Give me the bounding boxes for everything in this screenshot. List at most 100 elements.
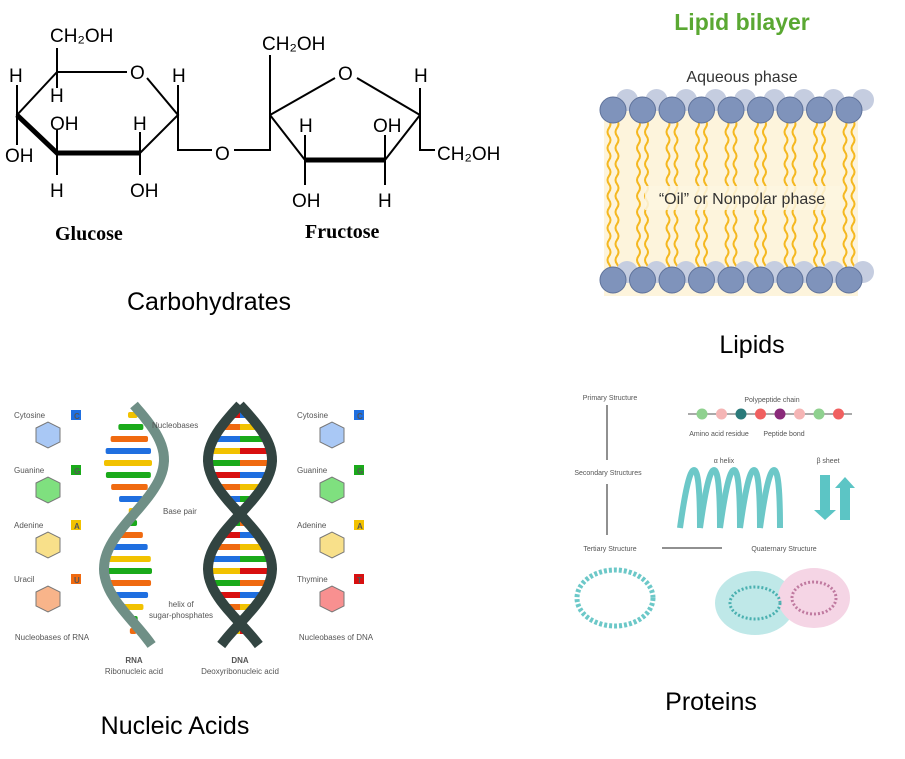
lipid-tail bbox=[606, 119, 612, 201]
nucleobase bbox=[111, 544, 148, 550]
base-name: Guanine bbox=[297, 466, 328, 475]
lipid-tail bbox=[791, 199, 797, 273]
helix-label: sugar-phosphates bbox=[149, 611, 213, 620]
base-pair bbox=[240, 424, 257, 430]
amino-acid-residue bbox=[774, 408, 786, 420]
nucleobase bbox=[118, 424, 144, 430]
lipid-tail bbox=[850, 199, 856, 273]
amino-acid-residue bbox=[716, 408, 727, 420]
lipid-title: Lipid bilayer bbox=[674, 9, 810, 35]
phospholipid-head bbox=[688, 266, 715, 294]
base-pair bbox=[215, 484, 240, 490]
alpha-helix-turn bbox=[737, 466, 763, 529]
base-pair bbox=[210, 556, 240, 562]
phospholipid-head bbox=[717, 96, 745, 124]
atom-label: OH bbox=[5, 146, 34, 167]
lipids-caption: Lipids bbox=[719, 331, 785, 359]
base-pair bbox=[224, 532, 240, 538]
nucleobase bbox=[111, 484, 148, 490]
base-pair bbox=[240, 556, 270, 562]
glycosidic-oxygen: O bbox=[215, 144, 230, 165]
base-color-badge bbox=[354, 465, 364, 475]
base-color-badge bbox=[354, 574, 364, 584]
nucleobase bbox=[119, 496, 143, 502]
atom-label: H bbox=[133, 114, 147, 135]
base-name: Adenine bbox=[14, 521, 44, 530]
lipid-tail bbox=[842, 119, 848, 201]
lipid-tail bbox=[606, 199, 612, 273]
amino-acid-residue bbox=[833, 408, 844, 420]
alpha-helix-turn bbox=[717, 466, 743, 529]
base-molecule bbox=[319, 531, 345, 559]
base-pair bbox=[240, 460, 272, 466]
base-letter: A bbox=[74, 522, 80, 531]
lipid-tail bbox=[665, 199, 671, 273]
nucleic-acid-figure bbox=[35, 401, 364, 649]
base-pair bbox=[240, 484, 265, 490]
lipid-tail bbox=[673, 199, 679, 273]
dna-backbone bbox=[202, 401, 278, 649]
tertiary-structure bbox=[574, 567, 656, 629]
carbohydrates-caption: Carbohydrates bbox=[127, 288, 291, 316]
polypeptide-label: Polypeptide chain bbox=[744, 397, 799, 404]
phospholipid-head bbox=[688, 96, 715, 124]
nucleobase bbox=[110, 592, 149, 598]
beta-strand bbox=[814, 475, 836, 520]
rna-backbone bbox=[98, 401, 170, 648]
base-pair-label: Base pair bbox=[163, 507, 197, 516]
alpha-helix-label: α helix bbox=[714, 458, 735, 465]
alpha-helix-turn bbox=[677, 466, 703, 529]
base-color-badge bbox=[71, 520, 81, 530]
base-molecule bbox=[319, 585, 345, 613]
base-letter: T bbox=[357, 576, 362, 585]
quaternary-subunit bbox=[778, 568, 850, 628]
atom-label: OH bbox=[373, 116, 402, 137]
protein-figure bbox=[574, 405, 855, 635]
base-molecule bbox=[35, 421, 61, 449]
phospholipid-head bbox=[747, 266, 774, 294]
beta-strand bbox=[835, 477, 855, 520]
phospholipid-head bbox=[658, 96, 686, 124]
alpha-helix-turn bbox=[757, 466, 783, 529]
lipid-tail bbox=[754, 199, 759, 273]
glucose-atoms: CH₂OH H H O H OH H OH H OH Glucose bbox=[5, 26, 186, 245]
lipid-tail bbox=[724, 199, 730, 273]
base-pair bbox=[240, 532, 256, 538]
atom-label: CH₂OH bbox=[50, 26, 113, 47]
base-pair bbox=[240, 436, 265, 442]
base-letter: C bbox=[74, 412, 80, 421]
base-letter: C bbox=[357, 412, 363, 421]
base-pair bbox=[240, 568, 272, 574]
base-molecule bbox=[35, 476, 61, 504]
nucleobase bbox=[104, 460, 152, 466]
base-pair bbox=[214, 592, 240, 598]
nucleobase bbox=[104, 568, 152, 574]
atom-label: H bbox=[414, 66, 428, 87]
aqueous-label: Aqueous phase bbox=[686, 69, 797, 86]
helix-label: helix of bbox=[168, 600, 194, 609]
lipid-tail bbox=[783, 199, 789, 273]
lipid-tail bbox=[614, 199, 620, 273]
atom-label: H bbox=[172, 66, 186, 87]
sucrose-structure bbox=[15, 48, 435, 185]
rna-footer: Nucleobases of RNA bbox=[15, 633, 90, 642]
lipid-tail bbox=[636, 119, 641, 201]
base-molecule bbox=[35, 585, 61, 613]
dna-backbone bbox=[202, 401, 278, 649]
base-molecule bbox=[319, 476, 345, 504]
atom-label: O bbox=[338, 64, 353, 85]
phospholipid-head bbox=[717, 266, 745, 294]
atom-label: OH bbox=[50, 114, 79, 135]
lipid-tail bbox=[703, 199, 708, 273]
nucleic-acids-caption: Nucleic Acids bbox=[100, 712, 250, 740]
base-letter: U bbox=[74, 576, 80, 585]
atom-label: O bbox=[130, 63, 145, 84]
quaternary-subunit bbox=[715, 571, 795, 635]
lipid-tail bbox=[614, 119, 620, 201]
phospholipid-head bbox=[747, 96, 774, 124]
primary-structure-label: Primary Structure bbox=[583, 395, 638, 402]
lipid-tail bbox=[821, 199, 826, 273]
glucose-name: Glucose bbox=[55, 223, 123, 245]
phospholipid-head bbox=[599, 266, 627, 294]
